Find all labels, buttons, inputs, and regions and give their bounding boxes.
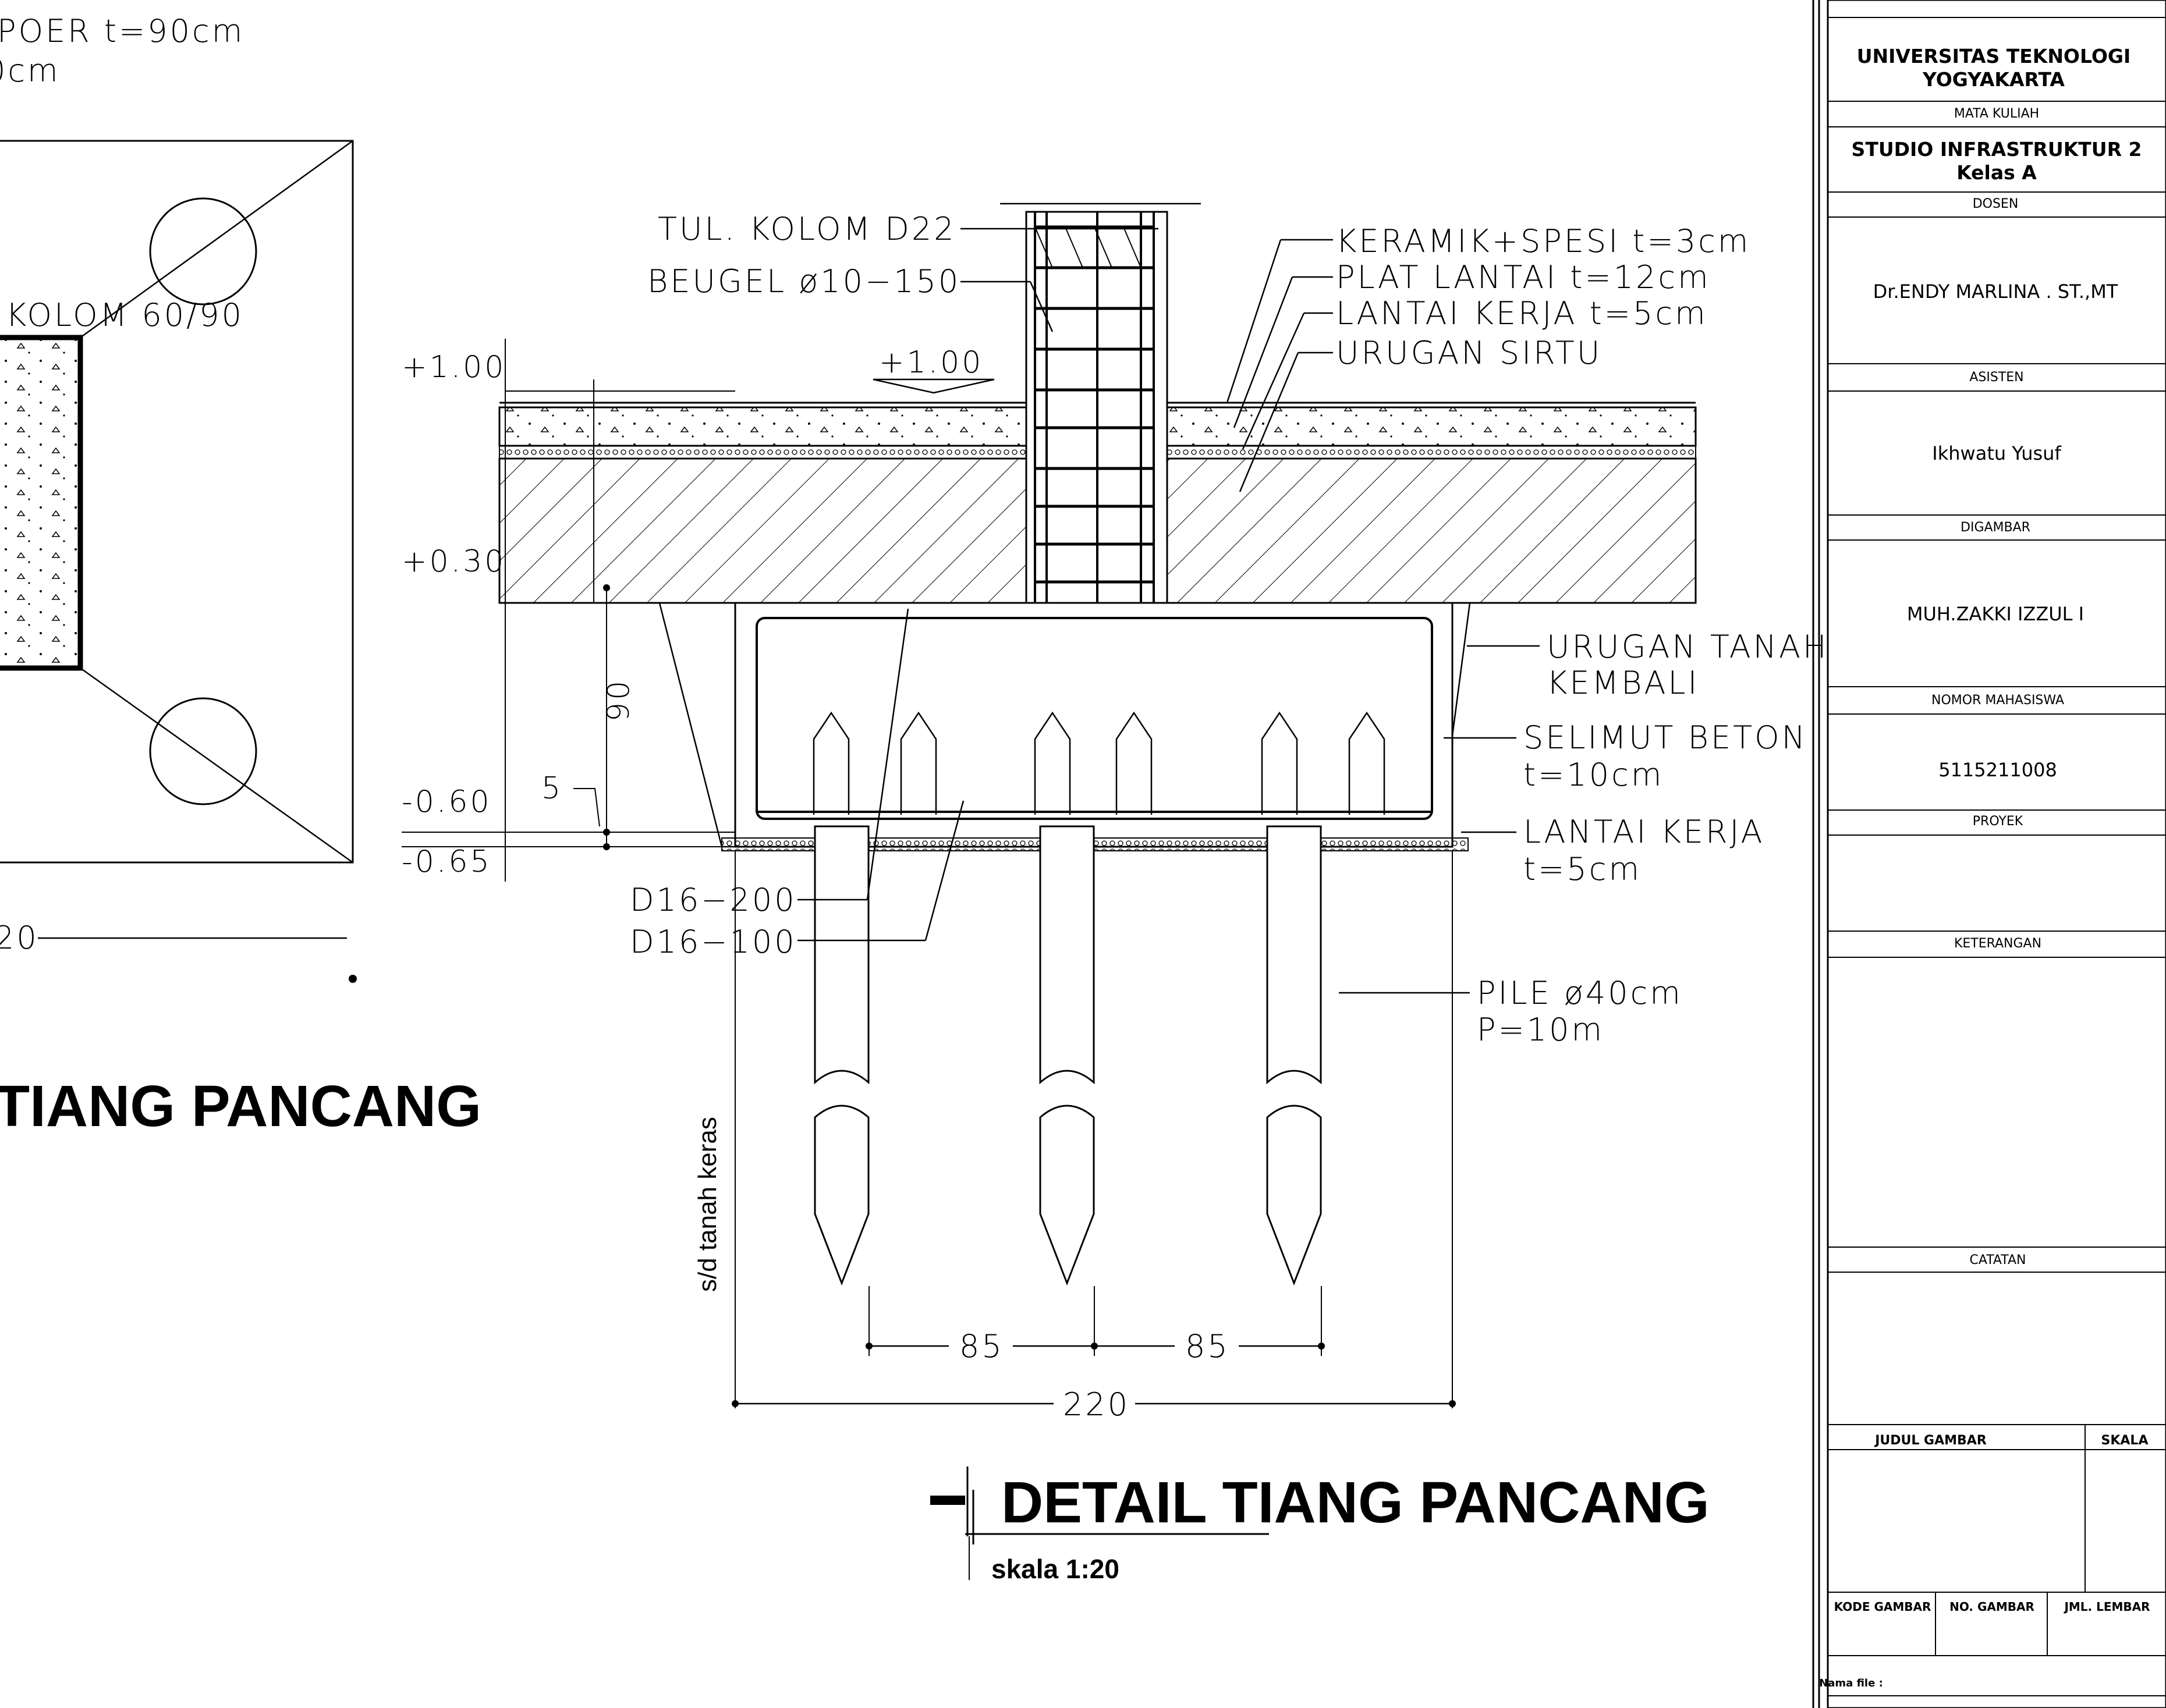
course-name: STUDIO INFRASTRUKTUR 2	[1852, 138, 2142, 161]
stirrup-diagonals	[1034, 226, 1142, 268]
lantai-kerja-label-3: t=5cm	[1523, 851, 1642, 887]
floor-slab-left	[498, 406, 1027, 447]
nama-file-label: Nama file :	[1819, 1677, 1883, 1689]
dim-90: 90	[601, 679, 636, 722]
kolom-label: KOLOM 60/90	[6, 297, 244, 333]
poer-label: POER t=90cm	[0, 13, 244, 49]
no-gambar-label: NO. GAMBAR	[1949, 1600, 2034, 1614]
diagonal	[80, 140, 353, 339]
title-block	[1812, 0, 2166, 1708]
university-name-2: YOGYAKARTA	[1922, 68, 2065, 91]
urugan-tanah-label: URUGAN TANAH	[1547, 628, 1829, 665]
plan-view: POER t=90cm 0cm KOLOM 60/90 20 TIANG PAN…	[0, 13, 481, 1139]
pile-cap-rebar	[756, 617, 1433, 820]
lantai-kerja-label-2: LANTAI KERJA	[1523, 814, 1764, 850]
dosen-name: Dr.ENDY MARLINA . ST.,MT	[1873, 280, 2118, 303]
level-label: -0.65	[402, 844, 492, 879]
plat-label: PLAT LANTAI t=12cm	[1336, 259, 1711, 296]
plan-title: TIANG PANCANG	[0, 1074, 481, 1139]
column-section	[0, 335, 83, 671]
urugan-sirtu-label: URUGAN SIRTU	[1336, 335, 1602, 371]
work-floor-left	[499, 445, 1027, 459]
dimension-label: 20	[0, 919, 39, 956]
soil-fill-left	[498, 457, 1027, 604]
lantai-kerja-label: LANTAI KERJA t=5cm	[1336, 295, 1708, 332]
nomor-value: 5115211008	[1938, 759, 2057, 781]
tul-kolom-label: TUL. KOLOM D22	[658, 211, 956, 247]
tanah-keras-label: s/d tanah keras	[693, 1117, 722, 1292]
asisten-name: Ikhwatu Yusuf	[1932, 442, 2061, 464]
title-block-text: UNIVERSITAS TEKNOLOGI YOGYAKARTA MATA KU…	[1819, 45, 2150, 1689]
d16-100-label: D16−100	[630, 924, 797, 960]
mata-kuliah-label: MATA KULIAH	[1954, 106, 2039, 121]
dim-85-left: 85	[959, 1328, 1004, 1365]
level-marker-triangle	[873, 378, 995, 394]
selimut-label: SELIMUT BETON	[1523, 719, 1807, 756]
section-scale: skala 1:20	[991, 1554, 1119, 1584]
poer-label-2: 0cm	[0, 52, 61, 89]
dim-220: 220	[1063, 1386, 1130, 1423]
diagonal	[80, 667, 353, 864]
catatan-label: CATATAN	[1969, 1253, 2026, 1267]
level-label: +0.30	[402, 544, 506, 579]
level-label: -0.60	[402, 784, 492, 819]
pile-label: PILE ø40cm	[1477, 975, 1683, 1011]
dosen-label: DOSEN	[1973, 197, 2019, 211]
course-class: Kelas A	[1956, 161, 2037, 184]
kode-label: KODE GAMBAR	[1834, 1600, 1931, 1614]
pile-circle	[149, 197, 257, 306]
section-view: +1.00 +0.30 -0.60 -0.65 +1.00 90 5 TUL. …	[402, 203, 1829, 1584]
proyek-label: PROYEK	[1973, 814, 2023, 829]
digambar-label: DIGAMBAR	[1961, 520, 2030, 535]
pile	[814, 825, 1322, 1286]
pile-cap-outline	[0, 140, 354, 864]
asisten-label: ASISTEN	[1969, 370, 2023, 385]
jml-lembar-label: JML. LEMBAR	[2063, 1600, 2150, 1614]
dim-5: 5	[541, 771, 563, 806]
urugan-tanah-label-2: KEMBALI	[1547, 665, 1699, 701]
keterangan-label: KETERANGAN	[1954, 936, 2041, 951]
selimut-label-2: t=10cm	[1523, 757, 1664, 793]
work-floor-right	[1167, 445, 1696, 459]
dim-85-right: 85	[1185, 1328, 1230, 1365]
keramik-label: KERAMIK+SPESI t=3cm	[1336, 223, 1750, 260]
soil-fill-right	[1166, 457, 1697, 604]
pile-cap	[734, 602, 1454, 848]
d16-200-label: D16−200	[630, 882, 797, 918]
digambar-name: MUH.ZAKKI IZZUL I	[1907, 603, 2084, 625]
nomor-label: NOMOR MAHASISWA	[1931, 693, 2064, 708]
skala-label: SKALA	[2101, 1433, 2149, 1448]
pile-circle	[149, 697, 257, 805]
judul-label: JUDUL GAMBAR	[1874, 1433, 1987, 1448]
anchor-arrows	[813, 711, 1385, 815]
pile-label-2: P=10m	[1477, 1011, 1604, 1048]
section-title: DETAIL TIANG PANCANG	[1001, 1470, 1710, 1535]
level-marker: +1.00	[879, 345, 983, 380]
university-name: UNIVERSITAS TEKNOLOGI	[1857, 45, 2131, 68]
level-label: +1.00	[402, 350, 506, 385]
dimension-tick	[349, 975, 357, 983]
beugel-label: BEUGEL ø10−150	[647, 263, 960, 300]
